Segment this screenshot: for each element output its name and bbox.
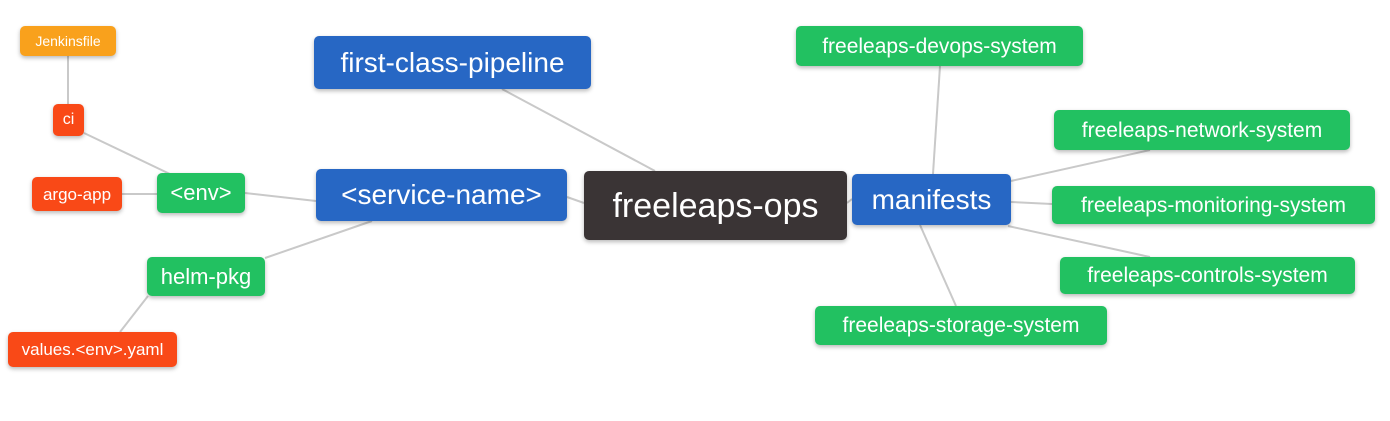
edge-manifests--freeleaps-storage-system (919, 224, 957, 307)
node-freeleaps-devops-system[interactable]: freeleaps-devops-system (796, 26, 1083, 66)
edge-manifests--freeleaps-monitoring-system (1010, 201, 1053, 205)
node-jenkinsfile[interactable]: Jenkinsfile (20, 26, 116, 56)
node-helm-pkg[interactable]: helm-pkg (147, 257, 265, 296)
node-argo-app[interactable]: argo-app (32, 177, 122, 211)
edge-env--service-name (244, 192, 317, 202)
node-freeleaps-controls-system[interactable]: freeleaps-controls-system (1060, 257, 1355, 294)
edge-service-name--freeleaps-ops (566, 196, 585, 204)
node-first-class-pipeline[interactable]: first-class-pipeline (314, 36, 591, 89)
edge-helm-pkg--values-env-yaml (119, 295, 149, 333)
node-values-env-yaml[interactable]: values.<env>.yaml (8, 332, 177, 367)
node-service-name[interactable]: <service-name> (316, 169, 567, 221)
edge-helm-pkg--service-name (264, 220, 373, 259)
edge-manifests--freeleaps-controls-system (1007, 225, 1151, 258)
node-freeleaps-monitoring-system[interactable]: freeleaps-monitoring-system (1052, 186, 1375, 224)
edge-freeleaps-ops--manifests (846, 198, 853, 204)
node-ci[interactable]: ci (53, 104, 84, 136)
node-manifests[interactable]: manifests (852, 174, 1011, 225)
node-env[interactable]: <env> (157, 173, 245, 213)
node-freeleaps-ops[interactable]: freeleaps-ops (584, 171, 847, 240)
node-freeleaps-storage-system[interactable]: freeleaps-storage-system (815, 306, 1107, 345)
edge-manifests--freeleaps-devops-system (932, 65, 941, 175)
edge-manifests--freeleaps-network-system (1010, 149, 1151, 182)
edge-ci--env (83, 132, 173, 176)
node-freeleaps-network-system[interactable]: freeleaps-network-system (1054, 110, 1350, 150)
edge-first-class-pipeline--freeleaps-ops (501, 88, 656, 172)
